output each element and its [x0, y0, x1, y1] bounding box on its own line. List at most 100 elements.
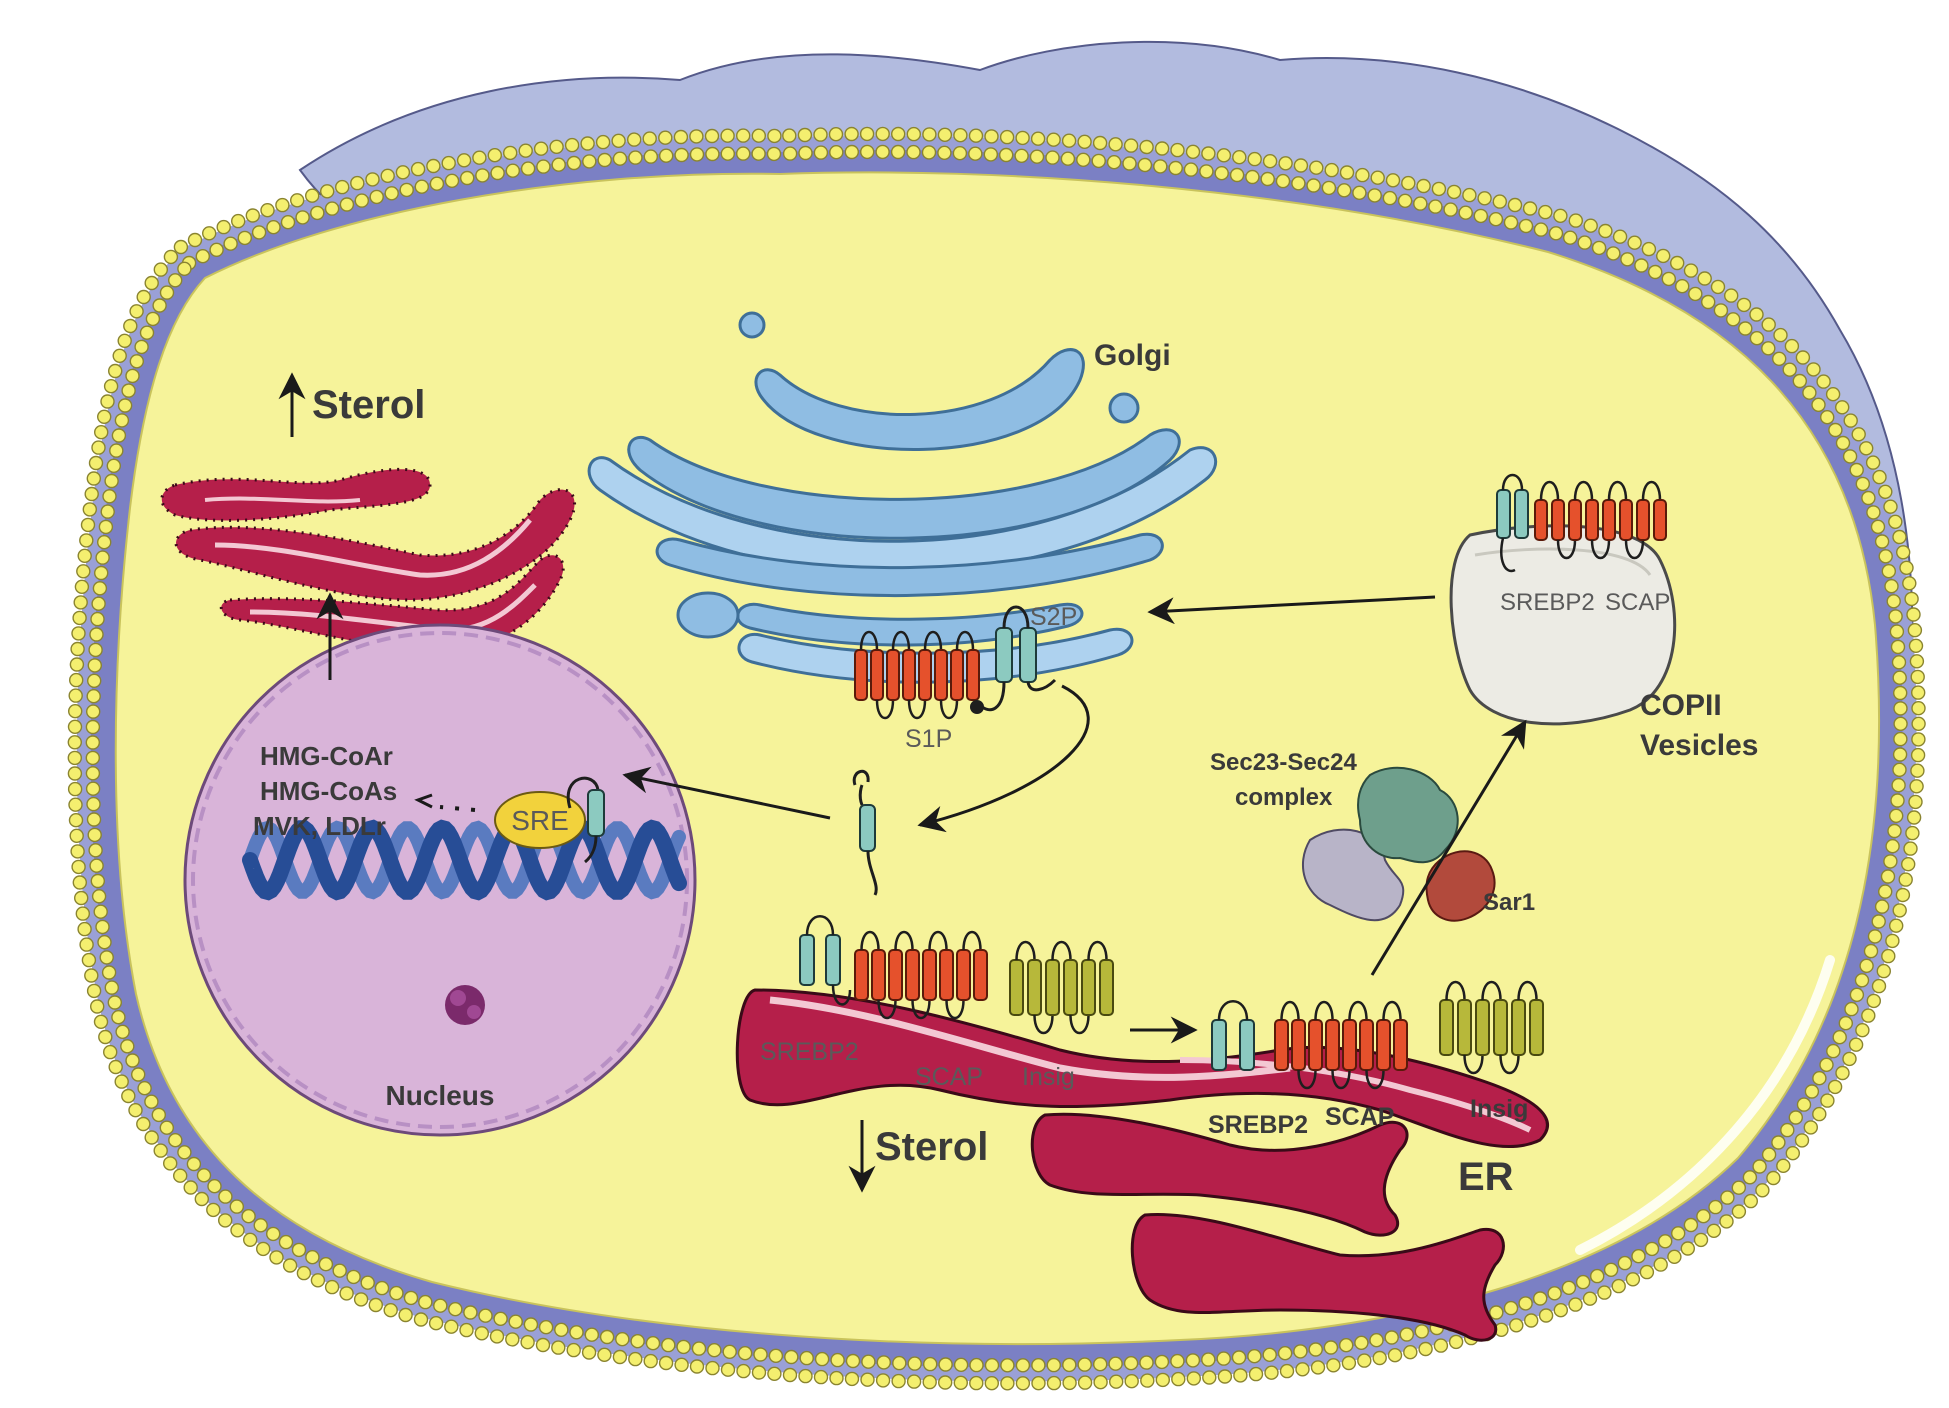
- membrane-bead: [310, 205, 325, 221]
- membrane-bead: [1612, 229, 1628, 244]
- membrane-bead: [969, 1375, 984, 1391]
- membrane-bead: [68, 813, 84, 828]
- membrane-bead: [290, 193, 305, 208]
- membrane-bead: [493, 1311, 508, 1327]
- membrane-bead: [339, 1286, 354, 1301]
- membrane-bead: [643, 1353, 658, 1369]
- membrane-bead: [168, 1132, 183, 1148]
- membrane-bead: [1843, 413, 1858, 428]
- membrane-bead: [444, 1319, 459, 1334]
- membrane-bead: [1804, 1084, 1820, 1099]
- arrows: [278, 372, 1527, 1193]
- er-srebp2-label: SREBP2: [760, 1038, 859, 1066]
- membrane-bead: [1881, 564, 1897, 579]
- membrane-bead: [1803, 1120, 1819, 1135]
- membrane-bead: [223, 236, 238, 251]
- membrane-bead: [152, 298, 167, 313]
- membrane-bead: [490, 165, 505, 181]
- membrane-bead: [414, 179, 429, 194]
- membrane-bead: [520, 161, 536, 176]
- membrane-bead: [318, 1256, 334, 1272]
- membrane-bead: [523, 1317, 539, 1332]
- membrane-bead: [1030, 131, 1046, 146]
- membrane-bead: [102, 1044, 118, 1060]
- membrane-bead: [84, 968, 99, 983]
- membrane-bead: [1905, 825, 1920, 841]
- membrane-bead: [628, 1351, 643, 1367]
- membrane-bead: [410, 161, 426, 177]
- membrane-bead: [111, 1010, 126, 1025]
- membrane-bead: [260, 202, 275, 218]
- membrane-bead: [1153, 159, 1168, 174]
- membrane-bead: [1354, 1335, 1369, 1351]
- membrane-bead: [403, 1290, 419, 1306]
- membrane-bead: [1892, 747, 1908, 762]
- membrane-bead: [1518, 218, 1534, 234]
- membrane-bead: [1891, 778, 1906, 793]
- membrane-bead: [1341, 1355, 1357, 1371]
- membrane-bead: [906, 126, 921, 142]
- membrane-bead: [1834, 400, 1850, 415]
- membrane-bead: [1890, 793, 1905, 808]
- nuclear-srebp2: [566, 776, 605, 864]
- membrane-bead: [474, 1326, 489, 1341]
- membrane-bead: [1355, 167, 1370, 183]
- membrane-bead: [128, 1102, 143, 1118]
- membrane-bead: [253, 1218, 268, 1233]
- membrane-bead: [1863, 943, 1879, 959]
- membrane-bead: [535, 1337, 551, 1353]
- membrane-bead: [1217, 1369, 1233, 1384]
- membrane-bead: [1736, 297, 1752, 313]
- membrane-bead: [1372, 1350, 1387, 1366]
- golgi-to-cytoplasm-arrow: [917, 684, 1090, 833]
- membrane-bead: [1122, 156, 1137, 171]
- membrane-bead: [90, 611, 105, 627]
- membrane-bead: [1794, 1133, 1810, 1148]
- membrane-bead: [1907, 623, 1923, 638]
- membrane-bead: [1123, 1355, 1139, 1371]
- membrane-bead: [1811, 397, 1826, 412]
- membrane-bead: [137, 1080, 152, 1096]
- membrane-bead: [1890, 639, 1906, 655]
- membrane-bead: [1904, 591, 1919, 607]
- membrane-bead: [1202, 1370, 1217, 1385]
- membrane-bead: [1634, 258, 1649, 273]
- membrane-bead: [876, 1355, 891, 1370]
- membrane-bead: [953, 1357, 969, 1373]
- membrane-bead: [1397, 193, 1413, 209]
- membrane-bead: [691, 1341, 707, 1356]
- membrane-bead: [1260, 171, 1275, 187]
- membrane-bead: [720, 128, 735, 143]
- membrane-bead: [76, 564, 91, 579]
- membrane-bead: [1909, 654, 1925, 669]
- membrane-bead: [100, 504, 115, 519]
- membrane-bead: [95, 550, 110, 565]
- membrane-bead: [1708, 1199, 1723, 1215]
- er-to-vesicle-arrow: [1370, 719, 1527, 976]
- membrane-bead: [1611, 1278, 1626, 1294]
- membrane-bead: [207, 1178, 222, 1194]
- membrane-bead: [1433, 1338, 1449, 1353]
- membrane-bead: [389, 1285, 404, 1301]
- membrane-bead: [1387, 1347, 1403, 1363]
- membrane-bead: [1591, 240, 1607, 256]
- membrane-bead: [1488, 211, 1504, 227]
- er2-scap: [1274, 1000, 1408, 1090]
- membrane-bead: [86, 812, 102, 827]
- membrane-bead: [1908, 794, 1923, 810]
- membrane-bead: [1885, 933, 1900, 949]
- membrane-bead: [1892, 685, 1908, 701]
- membrane-bead: [813, 1369, 829, 1385]
- membrane-bead: [1293, 158, 1309, 173]
- membrane-bead: [737, 1345, 753, 1361]
- membrane-bead: [230, 213, 246, 229]
- membrane-bead: [799, 1350, 814, 1366]
- membrane-bead: [1323, 1340, 1339, 1355]
- membrane-bead: [674, 1357, 689, 1373]
- membrane-bead: [1045, 150, 1060, 165]
- membrane-bead: [612, 151, 628, 166]
- nucleus-label: Nucleus: [386, 1080, 495, 1111]
- membrane-bead: [89, 627, 104, 642]
- membrane-bead: [1077, 1375, 1093, 1390]
- membrane-bead: [139, 325, 155, 340]
